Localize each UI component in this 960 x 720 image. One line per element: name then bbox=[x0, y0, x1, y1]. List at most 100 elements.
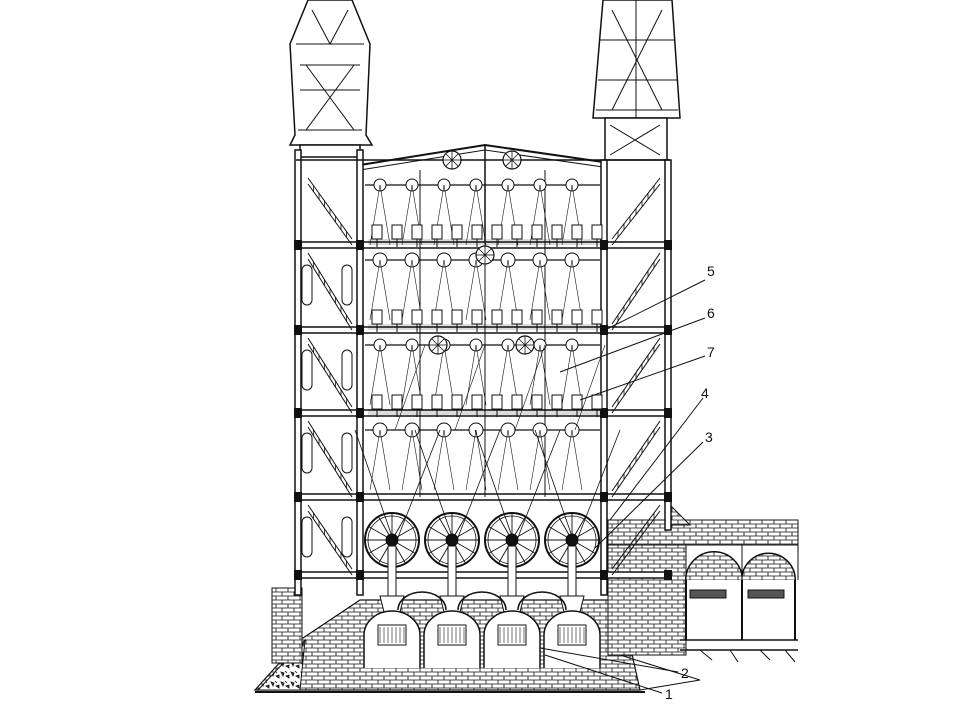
gear-spoke bbox=[484, 254, 492, 262]
wheel-hub bbox=[565, 533, 579, 547]
spindle-head bbox=[551, 309, 563, 325]
wheel-pit bbox=[543, 610, 601, 668]
drive-rope bbox=[534, 429, 576, 546]
callout-line-1 bbox=[544, 654, 663, 694]
spindle bbox=[551, 224, 563, 247]
window bbox=[301, 432, 313, 474]
drive-belt bbox=[401, 184, 413, 246]
callout-line-2 bbox=[539, 647, 679, 673]
spindle-head bbox=[431, 309, 443, 325]
wheel-shaft bbox=[507, 545, 517, 597]
gear-spoke bbox=[524, 344, 532, 352]
spindle bbox=[451, 309, 463, 332]
spindle-head bbox=[511, 224, 523, 240]
frame-rail bbox=[368, 239, 600, 245]
beam-joint bbox=[664, 325, 672, 335]
spindle bbox=[571, 309, 583, 332]
drive-rope bbox=[474, 429, 516, 546]
spinning-machinery bbox=[354, 150, 621, 546]
wheel-shaft bbox=[567, 545, 577, 597]
beam-joint bbox=[294, 240, 302, 250]
wheel-bucket bbox=[499, 595, 525, 613]
beam-joint bbox=[294, 325, 302, 335]
callout-label-7: 7 bbox=[707, 344, 715, 360]
frame-rail bbox=[368, 409, 600, 415]
drive-rope bbox=[354, 429, 396, 546]
spindle bbox=[511, 309, 523, 332]
spindle bbox=[411, 224, 423, 247]
spindle bbox=[451, 394, 463, 417]
spindle-head bbox=[391, 224, 403, 240]
stair-flight bbox=[611, 420, 661, 498]
stair-flight bbox=[611, 337, 661, 414]
beam-joint bbox=[664, 492, 672, 502]
callout-label-5: 5 bbox=[707, 263, 715, 279]
spindle bbox=[591, 224, 603, 247]
drive-belt bbox=[401, 259, 413, 321]
gear bbox=[428, 335, 448, 355]
gear-spoke bbox=[524, 338, 532, 346]
drive-belt bbox=[571, 429, 583, 491]
drive-belt bbox=[561, 259, 573, 321]
column bbox=[356, 149, 364, 596]
drive-belt bbox=[433, 429, 445, 491]
beam-joint bbox=[600, 408, 608, 418]
arcade bbox=[607, 498, 799, 663]
spindle-head bbox=[591, 224, 603, 240]
gear-spoke bbox=[505, 159, 513, 167]
spindle-head bbox=[591, 309, 603, 325]
beam-joint bbox=[294, 492, 302, 502]
window bbox=[341, 349, 353, 391]
drive-belt bbox=[475, 259, 487, 321]
spindle bbox=[411, 394, 423, 417]
gear-spoke bbox=[505, 153, 513, 161]
spindle bbox=[391, 224, 403, 247]
beam-joint bbox=[294, 408, 302, 418]
beam-joint bbox=[664, 570, 672, 580]
wheel-bucket bbox=[559, 595, 585, 613]
spindle-head bbox=[471, 224, 483, 240]
window bbox=[301, 264, 313, 306]
drive-belt bbox=[475, 429, 487, 491]
callout-label-3: 3 bbox=[705, 429, 713, 445]
gear-spoke bbox=[478, 248, 486, 256]
water-wheel bbox=[364, 512, 420, 613]
drive-belt bbox=[401, 429, 413, 491]
gear-spoke bbox=[484, 248, 492, 256]
spindle-head bbox=[531, 309, 543, 325]
spindle-head bbox=[411, 309, 423, 325]
stair-flight bbox=[307, 337, 353, 414]
spindle bbox=[471, 309, 483, 332]
gear-spoke bbox=[451, 153, 459, 161]
drive-rope bbox=[454, 429, 501, 546]
spindle-head bbox=[411, 224, 423, 240]
spindle-head bbox=[451, 394, 463, 410]
drive-belt bbox=[561, 344, 573, 406]
drive-belt bbox=[465, 259, 477, 321]
spindle-head bbox=[491, 394, 503, 410]
foundation-arch bbox=[517, 591, 567, 611]
callout-line-4 bbox=[609, 397, 704, 521]
callouts: 5 6 7 4 3 2 1 bbox=[539, 263, 715, 702]
wheel-shaft bbox=[387, 545, 397, 597]
spindle-head bbox=[551, 394, 563, 410]
spindle bbox=[391, 309, 403, 332]
drive-rope bbox=[454, 344, 486, 431]
beam-joint bbox=[600, 492, 608, 502]
gear bbox=[442, 150, 462, 170]
beam-joint bbox=[356, 240, 364, 250]
gear-spoke bbox=[478, 254, 486, 262]
spindle bbox=[371, 309, 383, 332]
gear bbox=[502, 150, 522, 170]
drive-belt bbox=[539, 429, 551, 491]
spindle-head bbox=[471, 309, 483, 325]
wheel-hub bbox=[385, 533, 399, 547]
left-tower-top bbox=[288, 0, 374, 158]
spindle bbox=[591, 394, 603, 417]
gear-spoke bbox=[451, 159, 459, 167]
callout-label-2: 2 bbox=[681, 665, 689, 681]
side-stairs bbox=[307, 177, 661, 576]
stair-flight bbox=[307, 252, 353, 331]
spindle-head bbox=[431, 224, 443, 240]
